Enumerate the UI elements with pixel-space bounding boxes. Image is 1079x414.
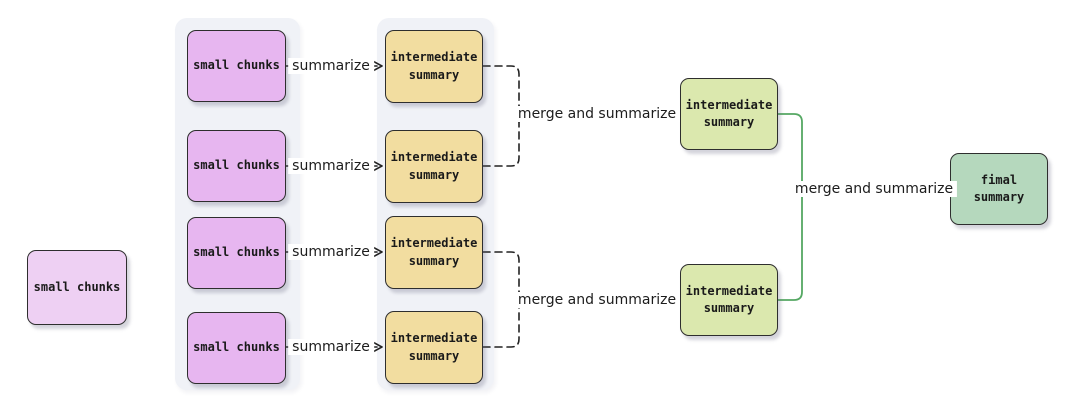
node-label: intermediate summary [390,50,478,82]
node-merged-summary-2: intermediate summary [680,264,778,336]
node-small-chunks-source: small chunks [27,250,127,325]
node-intermediate-summary-3: intermediate summary [385,216,483,289]
edge-label-merge-top: merge and summarize [513,106,681,122]
node-small-chunks-1: small chunks [187,30,286,102]
edge-label-summarize-4: summarize [288,339,374,355]
node-small-chunks-3: small chunks [187,217,286,289]
edge-label-merge-final: merge and summarize [790,181,958,197]
node-label: small chunks [193,245,280,260]
node-label: intermediate summary [685,283,773,315]
node-small-chunks-2: small chunks [187,130,286,202]
node-intermediate-summary-4: intermediate summary [385,311,483,384]
node-small-chunks-4: small chunks [187,312,286,384]
node-label: intermediate summary [390,331,478,363]
edge-label-summarize-2: summarize [288,158,374,174]
edge-label-summarize-1: summarize [288,58,374,74]
node-final-summary: fimal summary [950,153,1048,225]
node-label: small chunks [193,340,280,355]
node-label: intermediate summary [390,150,478,182]
node-label: small chunks [33,279,121,294]
edge-label-merge-bottom: merge and summarize [513,292,681,308]
node-label: small chunks [193,58,280,73]
node-label: intermediate summary [390,236,478,268]
edge-merge-final [777,113,948,301]
node-label: intermediate summary [685,97,773,129]
edge-label-summarize-3: summarize [288,244,374,260]
node-label: fimal summary [973,172,1025,204]
node-intermediate-summary-2: intermediate summary [385,130,483,203]
node-merged-summary-1: intermediate summary [680,78,778,150]
node-intermediate-summary-1: intermediate summary [385,30,483,103]
node-label: small chunks [193,158,280,173]
